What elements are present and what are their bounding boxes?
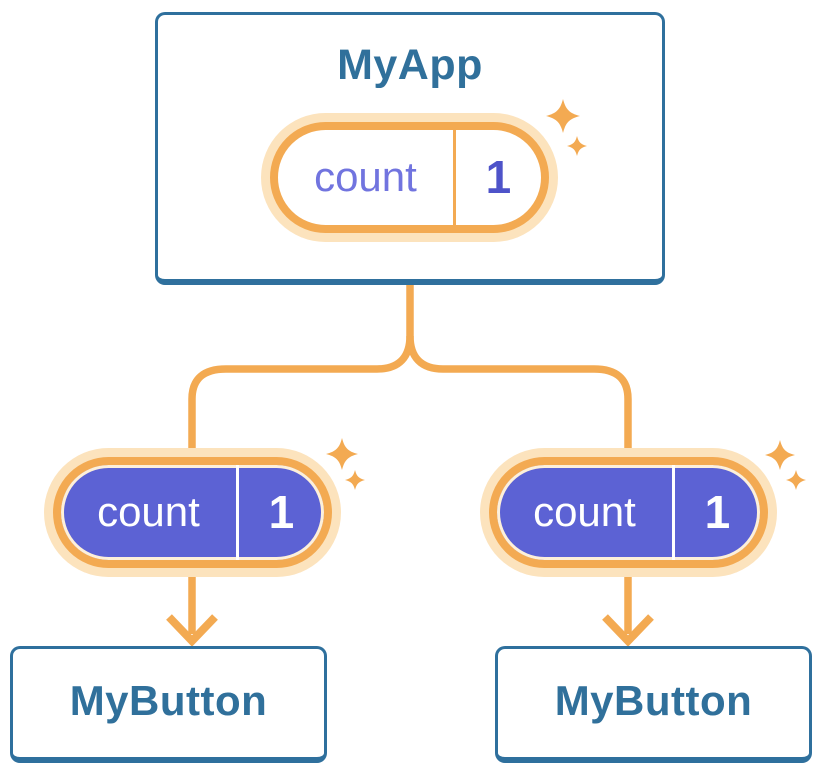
- edge-root-to-left-child: [188, 335, 414, 634]
- state-pill-right-child: count 1: [489, 457, 768, 568]
- state-pill-root: count 1: [270, 122, 549, 233]
- state-label: count: [278, 130, 456, 225]
- component-card-left-child: MyButton: [10, 646, 327, 763]
- arrow-down-icon: [602, 614, 654, 647]
- edge-root-to-right-child: [406, 335, 632, 634]
- component-card-right-child: MyButton: [495, 646, 812, 763]
- component-title: MyApp: [337, 41, 483, 89]
- state-label: count: [61, 465, 239, 560]
- component-title: MyButton: [554, 676, 753, 724]
- component-title: MyButton: [69, 676, 268, 724]
- state-pill-left-child: count 1: [53, 457, 332, 568]
- state-value: 1: [268, 485, 295, 538]
- arrow-down-icon: [166, 614, 218, 647]
- state-value: 1: [704, 485, 731, 538]
- state-label: count: [497, 465, 675, 560]
- state-value: 1: [485, 150, 512, 203]
